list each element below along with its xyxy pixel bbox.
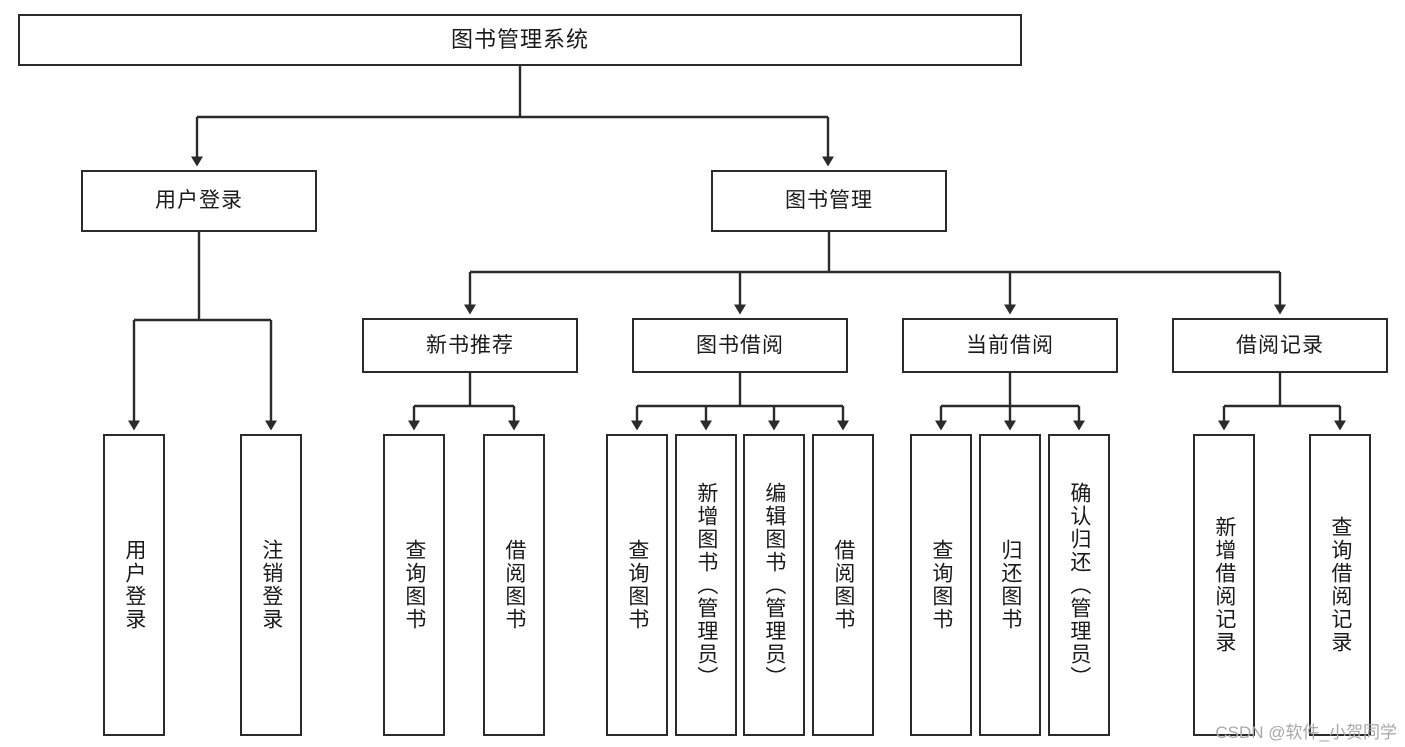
leaf-new-book-query[interactable]: 查询图书 [383, 434, 445, 736]
node-current-borrow[interactable]: 当前借阅 [902, 318, 1118, 373]
leaf-book-borrow-edit-admin[interactable]: 编辑图书（管理员） [743, 434, 805, 736]
node-root-book-management-system[interactable]: 图书管理系统 [18, 14, 1022, 66]
leaf-user-login-logout[interactable]: 注销登录 [240, 434, 302, 736]
leaf-new-book-borrow[interactable]: 借阅图书 [483, 434, 545, 736]
node-label: 图书管理系统 [450, 26, 589, 52]
node-label: 图书管理 [785, 189, 873, 213]
node-label: 借阅记录 [1236, 333, 1324, 357]
leaf-borrow-record-query[interactable]: 查询借阅记录 [1309, 434, 1371, 736]
node-label: 查询图书 [625, 539, 649, 631]
node-book-borrow[interactable]: 图书借阅 [632, 318, 848, 373]
node-book-management[interactable]: 图书管理 [711, 170, 947, 232]
leaf-user-login-login[interactable]: 用户登录 [103, 434, 165, 736]
leaf-borrow-record-add[interactable]: 新增借阅记录 [1193, 434, 1255, 736]
node-user-login[interactable]: 用户登录 [81, 170, 317, 232]
csdn-watermark: CSDN @软件_小贺同学 [1215, 723, 1397, 742]
node-borrow-record[interactable]: 借阅记录 [1172, 318, 1388, 373]
node-label: 确认归还（管理员） [1067, 481, 1091, 689]
node-label: 借阅图书 [831, 539, 855, 631]
node-label: 注销登录 [259, 539, 283, 631]
node-label: 新增图书（管理员） [694, 481, 718, 689]
node-label: 用户登录 [122, 539, 146, 631]
node-label: 查询图书 [929, 539, 953, 631]
node-label: 查询图书 [402, 539, 426, 631]
node-label: 借阅图书 [502, 539, 526, 631]
node-label: 归还图书 [998, 539, 1022, 631]
node-label: 当前借阅 [966, 333, 1054, 357]
leaf-book-borrow-query[interactable]: 查询图书 [606, 434, 668, 736]
leaf-book-borrow-add-admin[interactable]: 新增图书（管理员） [675, 434, 737, 736]
node-label: 编辑图书（管理员） [762, 481, 786, 689]
leaf-current-borrow-query[interactable]: 查询图书 [910, 434, 972, 736]
node-label: 用户登录 [155, 189, 243, 213]
leaf-book-borrow-borrow[interactable]: 借阅图书 [812, 434, 874, 736]
node-label: 图书借阅 [696, 333, 784, 357]
node-new-book-recommend[interactable]: 新书推荐 [362, 318, 578, 373]
leaf-current-borrow-confirm-admin[interactable]: 确认归还（管理员） [1048, 434, 1110, 736]
node-label: 新书推荐 [426, 333, 514, 357]
node-label: 查询借阅记录 [1328, 516, 1352, 654]
leaf-current-borrow-return[interactable]: 归还图书 [979, 434, 1041, 736]
node-label: 新增借阅记录 [1212, 516, 1236, 654]
